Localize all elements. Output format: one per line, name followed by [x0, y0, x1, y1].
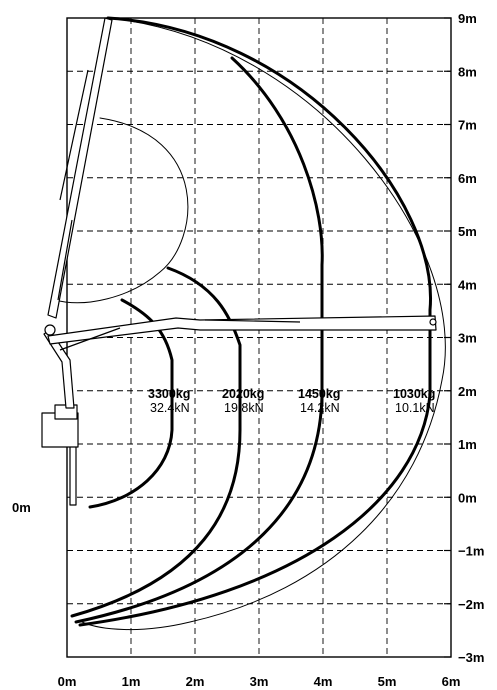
- crane-knuckle-joint: [44, 324, 56, 336]
- load-curve-1450kg: [74, 56, 324, 624]
- load-mass-2020: 2020kg: [222, 387, 264, 401]
- crane-hydraulic-cylinder: [59, 319, 301, 351]
- load-mass-1450: 1450kg: [298, 387, 340, 401]
- y-tick-label: 2m: [458, 384, 477, 399]
- x-tick-label: 3m: [250, 674, 269, 689]
- load-force-2020: 19.8kN: [224, 401, 264, 415]
- x-tick-label: 6m: [442, 674, 461, 689]
- x-tick-label: 5m: [378, 674, 397, 689]
- max-reach-envelope: [81, 17, 446, 631]
- grid: [67, 18, 451, 657]
- y-tick-label: −1m: [458, 544, 484, 559]
- origin-label-left: 0m: [12, 500, 31, 515]
- crane-boom-tip: [429, 318, 437, 326]
- load-force-1030: 10.1kN: [395, 401, 435, 415]
- y-tick-label: 8m: [458, 64, 477, 79]
- crane-raised-cylinder: [57, 69, 89, 301]
- y-tick-label: 0m: [458, 490, 477, 505]
- x-axis-labels: 0m 1m 2m 3m 4m 5m 6m: [58, 674, 461, 689]
- load-force-3300: 32.4kN: [150, 401, 190, 415]
- inner-boom-arc: [54, 117, 189, 304]
- crane-illustration: [41, 17, 437, 506]
- y-axis-labels: 9m 8m 7m 6m 5m 4m 3m 2m 1m 0m −1m −2m −3m: [458, 11, 484, 665]
- crane-extension-boom: [47, 315, 437, 345]
- load-mass-1030: 1030kg: [393, 387, 435, 401]
- y-tick-label: 9m: [458, 11, 477, 26]
- load-curve-2020kg: [70, 266, 242, 618]
- y-tick-label: 1m: [458, 437, 477, 452]
- y-tick-label: 6m: [458, 171, 477, 186]
- y-tick-label: −3m: [458, 650, 484, 665]
- crane-column: [69, 444, 77, 506]
- y-tick-label: 7m: [458, 118, 477, 133]
- x-tick-label: 2m: [186, 674, 205, 689]
- x-tick-label: 1m: [122, 674, 141, 689]
- x-tick-label: 0m: [58, 674, 77, 689]
- load-curve-3300kg: [88, 298, 174, 509]
- load-mass-3300: 3300kg: [148, 387, 190, 401]
- load-curve-1030kg: [78, 16, 432, 627]
- y-tick-label: 5m: [458, 224, 477, 239]
- crane-raised-boom: [47, 17, 113, 319]
- y-tick-label: 3m: [458, 331, 477, 346]
- load-force-1450: 14.2kN: [300, 401, 340, 415]
- y-tick-label: −2m: [458, 597, 484, 612]
- x-tick-label: 4m: [314, 674, 333, 689]
- y-tick-label: 4m: [458, 277, 477, 292]
